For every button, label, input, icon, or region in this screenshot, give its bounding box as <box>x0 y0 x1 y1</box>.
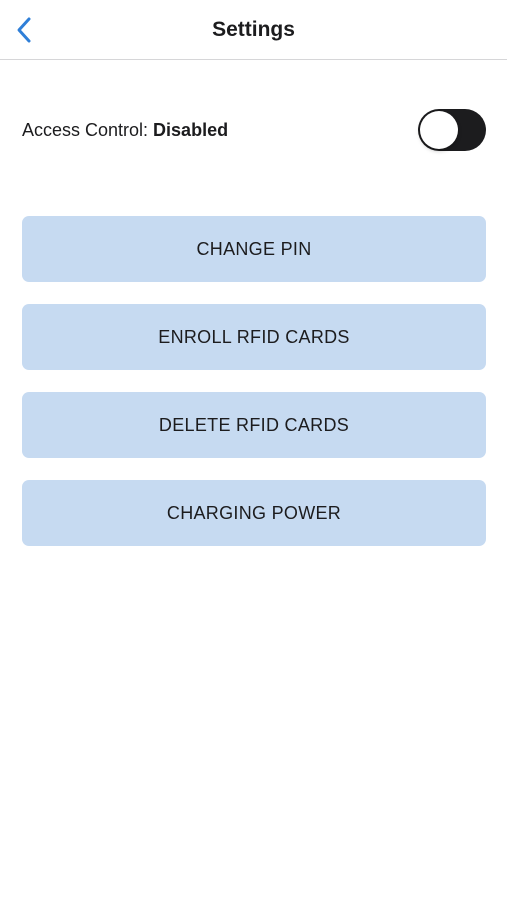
access-control-row: Access Control: Disabled <box>22 108 486 152</box>
page-title: Settings <box>212 18 295 41</box>
delete-rfid-cards-button[interactable]: DELETE RFID CARDS <box>22 392 486 458</box>
access-control-toggle[interactable] <box>418 109 486 151</box>
change-pin-button[interactable]: CHANGE PIN <box>22 216 486 282</box>
access-control-status: Disabled <box>153 119 229 140</box>
back-button[interactable] <box>4 10 44 50</box>
charging-power-button[interactable]: CHARGING POWER <box>22 480 486 546</box>
access-control-text: Access Control: <box>22 119 154 140</box>
navigation-bar: Settings <box>0 0 507 60</box>
action-button-list: CHANGE PIN ENROLL RFID CARDS DELETE RFID… <box>22 216 486 568</box>
access-control-label: Access Control: Disabled <box>22 120 228 141</box>
chevron-left-icon <box>17 17 31 43</box>
toggle-knob <box>420 111 458 149</box>
enroll-rfid-cards-button[interactable]: ENROLL RFID CARDS <box>22 304 486 370</box>
